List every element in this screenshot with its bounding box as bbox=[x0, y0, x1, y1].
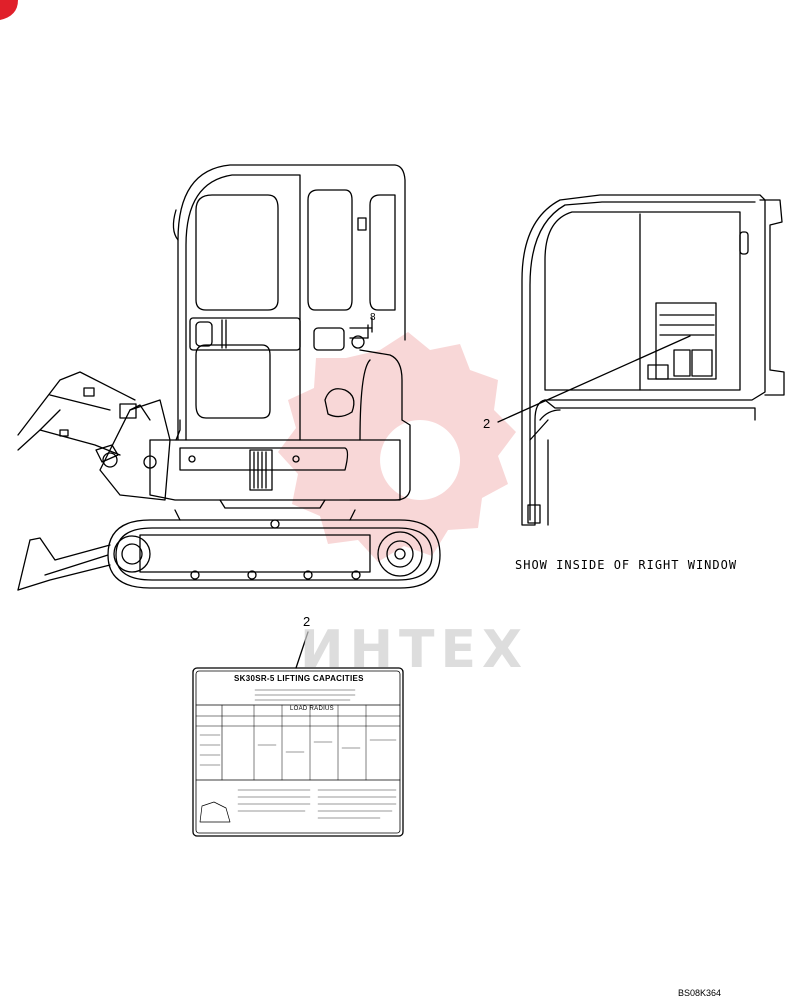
decal-title: SK30SR-5 LIFTING CAPACITIES bbox=[234, 674, 364, 683]
lifting-capacity-decal bbox=[192, 667, 404, 837]
decal-leader-line bbox=[295, 631, 309, 669]
corner-mark-icon bbox=[0, 0, 18, 20]
drawing-code: BS08K364 bbox=[678, 988, 722, 998]
excavator-side-view bbox=[17, 164, 441, 591]
watermark-text: ИНТЕХ bbox=[300, 620, 529, 680]
cab-inside-right-window-view bbox=[497, 194, 785, 526]
decal-table-header: LOAD RADIUS bbox=[290, 706, 334, 712]
watermark-gear-icon bbox=[278, 332, 516, 562]
view-caption: SHOW INSIDE OF RIGHT WINDOW bbox=[515, 558, 738, 572]
callout-label-8: 8 bbox=[370, 312, 376, 323]
callout-label-2-decal: 2 bbox=[303, 614, 311, 629]
callout-label-2-window: 2 bbox=[483, 416, 491, 431]
